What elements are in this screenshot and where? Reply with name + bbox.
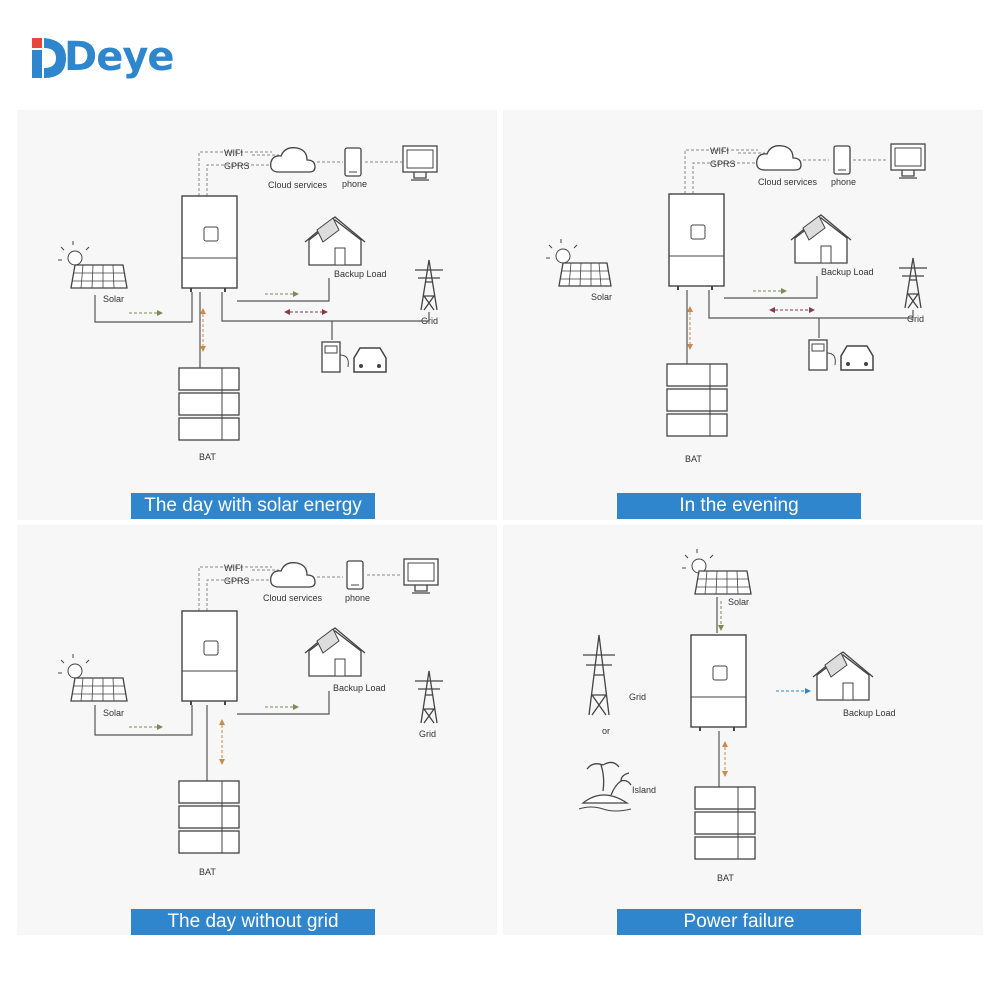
brand-name: Deye <box>64 34 175 80</box>
cloud-icon <box>756 145 802 171</box>
house-icon <box>812 651 874 701</box>
house-icon <box>304 216 366 266</box>
grid-label: Grid <box>419 729 436 739</box>
island-label: Island <box>632 785 656 795</box>
phone-icon <box>346 560 364 590</box>
phone-label: phone <box>831 177 856 187</box>
phone-label: phone <box>345 593 370 603</box>
cloud-icon <box>270 147 316 173</box>
cloud-label: Cloud services <box>268 180 328 190</box>
solar-panel-icon <box>58 654 128 702</box>
backup-load-label: Backup Load <box>334 269 387 279</box>
scenario-panel-no-grid: WIFI GPRS Cloud services phone Solar <box>17 525 497 935</box>
solar-label: Solar <box>103 294 124 304</box>
battery-icon <box>178 780 240 854</box>
scenario-title: In the evening <box>617 493 861 519</box>
solar-label: Solar <box>728 597 749 607</box>
bat-label: BAT <box>199 452 216 462</box>
scenario-title: The day with solar energy <box>131 493 375 519</box>
inverter-icon <box>668 193 725 290</box>
scenario-title: The day without grid <box>131 909 375 935</box>
wifi-label: WIFI <box>224 563 243 573</box>
scenario-panel-solar-day: WIFI GPRS Cloud services phone Solar <box>17 110 497 520</box>
inverter-icon <box>181 195 238 292</box>
battery-icon <box>694 786 756 860</box>
backup-load-label: Backup Load <box>821 267 874 277</box>
bat-label: BAT <box>717 873 734 883</box>
phone-label: phone <box>342 179 367 189</box>
diagram-power-failure: Solar Backup Load Grid or Island <box>578 549 896 883</box>
monitor-icon <box>403 558 439 594</box>
monitor-icon <box>402 145 438 181</box>
scenario-title: Power failure <box>617 909 861 935</box>
diagram-no-grid: WIFI GPRS Cloud services phone Solar <box>58 558 443 877</box>
inverter-icon <box>181 610 238 705</box>
solar-label: Solar <box>103 708 124 718</box>
wifi-label: WIFI <box>224 148 243 158</box>
grid-label: Grid <box>629 692 646 702</box>
battery-icon <box>666 363 728 437</box>
backup-load-label: Backup Load <box>333 683 386 693</box>
grid-tower-icon <box>583 634 615 716</box>
cloud-label: Cloud services <box>263 593 323 603</box>
ev-charger-icon <box>808 339 836 371</box>
phone-icon <box>344 147 362 177</box>
house-icon <box>790 214 852 264</box>
grid-tower-icon <box>415 670 443 724</box>
gprs-label: GPRS <box>224 161 250 171</box>
car-icon <box>353 347 387 373</box>
wifi-label: WIFI <box>710 146 729 156</box>
island-icon <box>578 761 632 812</box>
monitor-icon <box>890 143 926 179</box>
scenario-panel-power-failure: Solar Backup Load Grid or Island <box>503 525 983 935</box>
diagram-solar-day: WIFI GPRS Cloud services phone Solar <box>58 145 443 462</box>
solar-panel-icon <box>682 549 752 595</box>
grid-tower-icon <box>899 257 927 309</box>
phone-icon <box>833 145 851 175</box>
backup-load-label: Backup Load <box>843 708 896 718</box>
scenario-panel-evening: WIFI GPRS Cloud services phone Solar <box>503 110 983 520</box>
bat-label: BAT <box>199 867 216 877</box>
gprs-label: GPRS <box>224 576 250 586</box>
battery-icon <box>178 367 240 441</box>
solar-panel-icon <box>546 239 612 287</box>
or-label: or <box>602 726 610 736</box>
deye-logo-icon <box>32 38 66 78</box>
diagram-evening: WIFI GPRS Cloud services phone Solar <box>546 143 927 464</box>
car-icon <box>840 345 874 371</box>
grid-tower-icon <box>415 259 443 311</box>
ev-charger-icon <box>321 341 349 373</box>
bat-label: BAT <box>685 454 702 464</box>
solar-panel-icon <box>58 241 128 289</box>
cloud-icon <box>270 562 316 588</box>
inverter-icon <box>690 634 747 731</box>
solar-label: Solar <box>591 292 612 302</box>
gprs-label: GPRS <box>710 159 736 169</box>
house-icon <box>304 627 366 677</box>
grid-label: Grid <box>907 314 924 324</box>
cloud-label: Cloud services <box>758 177 818 187</box>
